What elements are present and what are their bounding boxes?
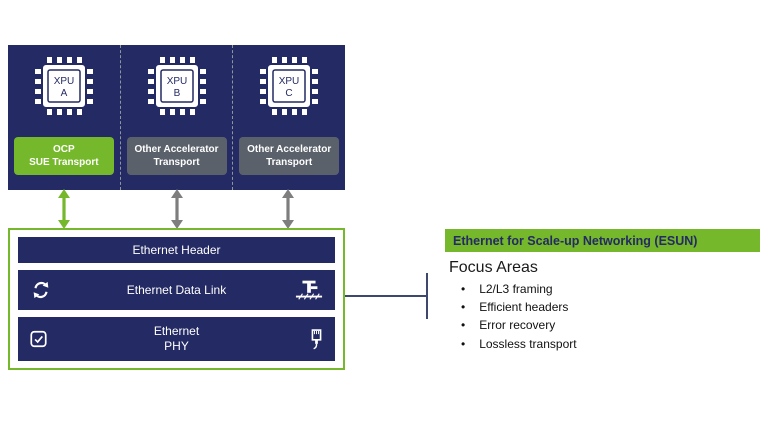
xpu-chip-icon: XPU B [147, 57, 206, 115]
bidirectional-arrow-green [58, 189, 70, 229]
xpu-label-line1: XPU [279, 76, 300, 87]
connector-line-vertical [426, 273, 428, 319]
xpu-column-c: XPU C Other Accelerator Transport [232, 45, 345, 190]
ethernet-data-link-label: Ethernet Data Link [126, 282, 227, 297]
sync-icon [30, 279, 52, 301]
ethernet-stack-box: Ethernet Header Ethernet Data Link [8, 228, 345, 370]
bidirectional-arrow-gray [282, 189, 294, 229]
xpu-label-line2: A [60, 88, 67, 99]
xpu-group-box: XPU A OCP SUE Transport XPU B [8, 45, 345, 190]
bidirectional-arrow-gray [171, 189, 183, 229]
valve-icon [295, 279, 323, 301]
list-item: Efficient headers [461, 300, 577, 314]
transport-label-line1: Other Accelerator [134, 144, 219, 155]
xpu-column-b: XPU B Other Accelerator Transport [119, 45, 233, 190]
xpu-chip-icon: XPU A [34, 57, 93, 115]
list-item: Lossless transport [461, 337, 576, 351]
list-item: Error recovery [461, 319, 577, 332]
transport-label-line2: SUE Transport [29, 157, 99, 168]
xpu-label-line1: XPU [54, 76, 75, 87]
xpu-column-a: XPU A OCP SUE Transport [8, 45, 120, 190]
transport-label-line2: Transport [266, 157, 313, 168]
transport-box-ocp-sue: OCP SUE Transport [13, 137, 114, 175]
connector-line-horizontal [345, 295, 427, 297]
ethernet-header-bar: Ethernet Header [18, 237, 335, 263]
ethernet-phy-bar: Ethernet PHY [18, 317, 335, 361]
esun-title-bar: Ethernet for Scale-up Networking (ESUN) [445, 229, 760, 252]
xpu-label-line2: B [173, 88, 180, 99]
focus-areas-list: L2/L3 framing Efficient headers Error re… [461, 282, 577, 356]
transport-label-line1: OCP [52, 144, 75, 155]
xpu-chip-icon: XPU C [260, 57, 319, 115]
xpu-label-line2: C [286, 88, 293, 99]
ethernet-phy-label-line2: PHY [164, 339, 189, 353]
ethernet-header-label: Ethernet Header [132, 242, 221, 257]
ethernet-data-link-bar: Ethernet Data Link [18, 270, 335, 310]
ethernet-plug-icon [310, 327, 323, 352]
check-module-icon [30, 330, 47, 348]
transport-box-other-b: Other Accelerator Transport [126, 137, 227, 175]
xpu-label-line1: XPU [166, 76, 187, 87]
ethernet-phy-label-line1: Ethernet [153, 324, 200, 338]
focus-areas-heading: Focus Areas [449, 259, 538, 276]
esun-title: Ethernet for Scale-up Networking (ESUN) [453, 233, 698, 248]
list-item: L2/L3 framing [461, 282, 577, 296]
transport-box-other-c: Other Accelerator Transport [239, 137, 340, 175]
transport-label-line2: Transport [153, 157, 200, 168]
transport-label-line1: Other Accelerator [247, 144, 332, 155]
